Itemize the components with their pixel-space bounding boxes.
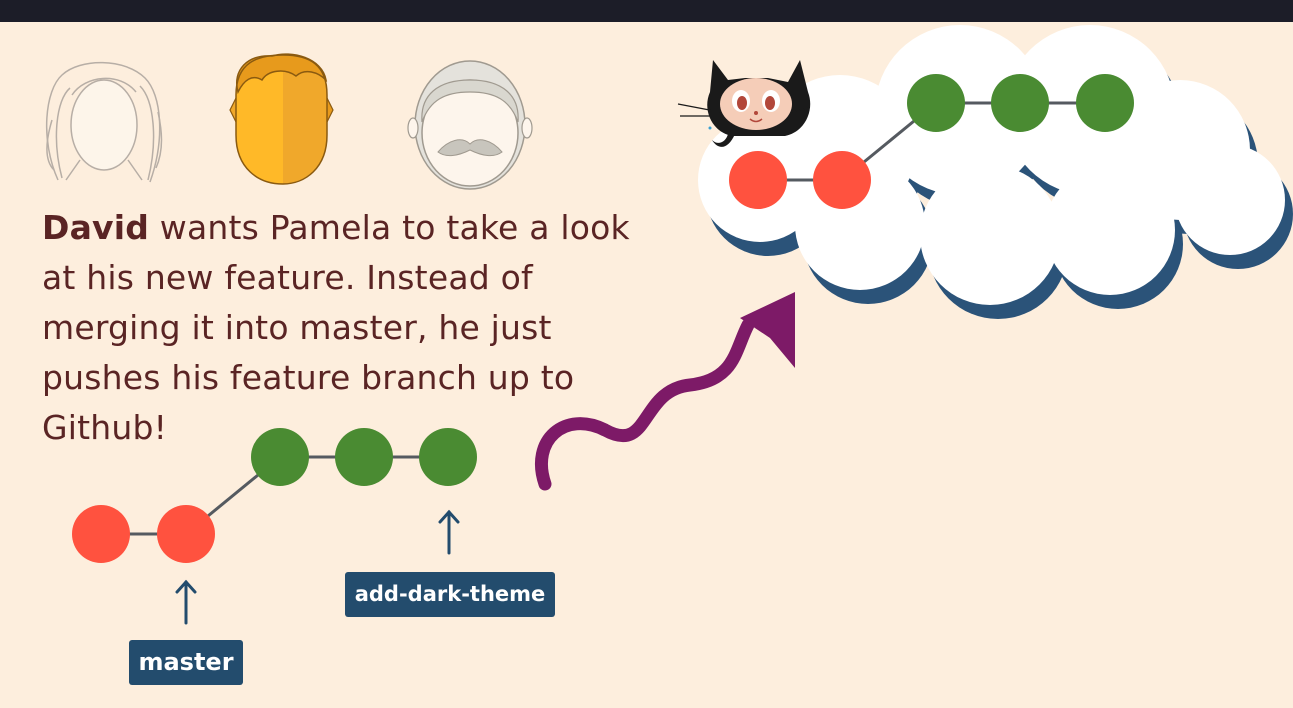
remote-feature-commit bbox=[907, 74, 965, 132]
remote-feature-commit bbox=[1076, 74, 1134, 132]
master-branch-label: master bbox=[129, 640, 243, 685]
old-man-avatar-icon bbox=[407, 60, 533, 190]
local-master-commit bbox=[72, 505, 130, 563]
remote-master-commit bbox=[813, 151, 871, 209]
caption-text: wants Pamela to take a look at his new f… bbox=[42, 208, 630, 447]
local-feature-commit bbox=[419, 428, 477, 486]
top-bar bbox=[0, 0, 1293, 22]
cloud-icon bbox=[698, 25, 1293, 319]
local-feature-commit bbox=[251, 428, 309, 486]
remote-commit-graph bbox=[729, 74, 1134, 209]
local-feature-commit bbox=[335, 428, 393, 486]
man-avatar-icon bbox=[229, 53, 334, 185]
arrow-up-icon bbox=[438, 509, 460, 555]
curvy-arrow-icon bbox=[534, 292, 795, 491]
caption: David wants Pamela to take a look at his… bbox=[42, 203, 662, 453]
remote-feature-commit bbox=[991, 74, 1049, 132]
woman-avatar-icon bbox=[45, 61, 163, 183]
caption-name: David bbox=[42, 208, 150, 247]
remote-master-commit bbox=[729, 151, 787, 209]
local-commit-graph bbox=[72, 428, 477, 563]
arrow-up-icon bbox=[175, 579, 197, 625]
local-master-commit bbox=[157, 505, 215, 563]
feature-branch-label: add-dark-theme bbox=[345, 572, 555, 617]
octocat-icon bbox=[677, 60, 811, 147]
